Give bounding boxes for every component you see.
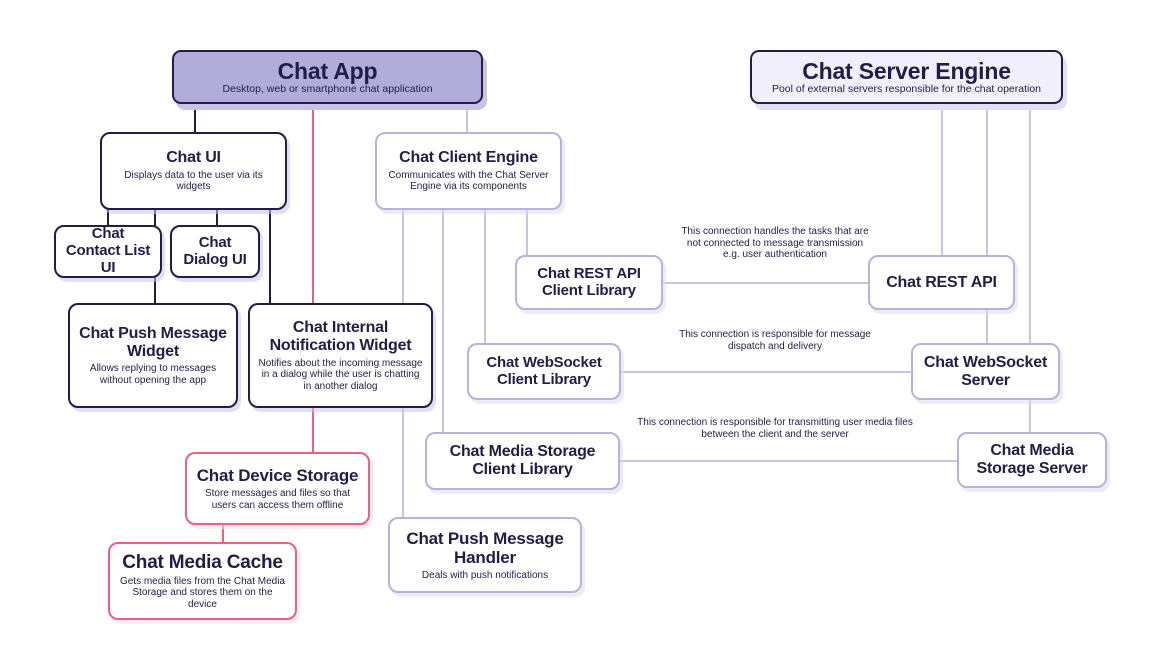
node-title: Chat Internal Notification Widget <box>269 318 412 354</box>
node-chat-rest-api: Chat REST API <box>868 255 1015 310</box>
node-chat-rest-api-client-library: Chat REST API Client Library <box>515 255 663 310</box>
node-chat-device-storage: Chat Device Storage Store messages and f… <box>185 452 370 525</box>
node-title: Chat Media Storage Client Library <box>449 443 596 478</box>
node-chat-media-cache: Chat Media Cache Gets media files from t… <box>108 542 297 620</box>
node-chat-server-engine: Chat Server Engine Pool of external serv… <box>750 50 1063 104</box>
node-subtitle: Desktop, web or smartphone chat applicat… <box>222 82 433 95</box>
node-chat-media-storage-client-library: Chat Media Storage Client Library <box>425 432 620 490</box>
node-title: Chat App <box>277 57 378 84</box>
node-subtitle: Deals with push notifications <box>421 569 549 581</box>
annotation-websocket-connection: This connection is responsible for messa… <box>679 329 871 352</box>
node-title: Chat WebSocket Server <box>923 353 1048 389</box>
node-chat-internal-notification-widget: Chat Internal Notification Widget Notifi… <box>248 303 433 408</box>
annotation-rest-connection: This connection handles the tasks that a… <box>681 226 869 260</box>
node-subtitle: Displays data to the user via its widget… <box>124 169 263 193</box>
node-chat-dialog-ui: Chat Dialog UI <box>170 225 260 278</box>
node-title: Chat UI <box>166 149 221 167</box>
node-title: Chat Contact List UI <box>65 225 151 276</box>
node-title: Chat REST API Client Library <box>537 264 641 299</box>
node-title: Chat Media Storage Server <box>976 442 1088 477</box>
node-title: Chat Push Message Widget <box>79 324 227 360</box>
node-subtitle: Gets media files from the Chat Media Sto… <box>119 575 286 610</box>
node-title: Chat Push Message Handler <box>406 528 564 567</box>
annotation-media-connection: This connection is responsible for trans… <box>637 417 913 440</box>
node-chat-push-message-widget: Chat Push Message Widget Allows replying… <box>68 303 238 408</box>
node-title: Chat REST API <box>886 273 997 291</box>
node-chat-client-engine: Chat Client Engine Communicates with the… <box>375 132 562 210</box>
node-chat-push-message-handler: Chat Push Message Handler Deals with pus… <box>388 517 582 593</box>
node-title: Chat Media Cache <box>122 551 283 573</box>
node-chat-media-storage-server: Chat Media Storage Server <box>957 432 1107 488</box>
node-subtitle: Notifies about the incoming message in a… <box>258 357 423 392</box>
node-subtitle: Allows replying to messages without open… <box>89 363 217 386</box>
node-chat-ui: Chat UI Displays data to the user via it… <box>100 132 287 210</box>
node-chat-app: Chat App Desktop, web or smartphone chat… <box>172 50 483 104</box>
node-title: Chat WebSocket Client Library <box>486 353 602 388</box>
node-chat-websocket-client-library: Chat WebSocket Client Library <box>467 343 621 400</box>
node-title: Chat Client Engine <box>399 149 538 167</box>
node-title: Chat Device Storage <box>196 465 359 485</box>
node-title: Chat Dialog UI <box>183 233 247 268</box>
node-subtitle: Pool of external servers responsible for… <box>771 82 1042 95</box>
node-chat-contact-list-ui: Chat Contact List UI <box>54 225 162 278</box>
node-subtitle: Store messages and files so that users c… <box>204 488 351 511</box>
node-subtitle: Communicates with the Chat Server Engine… <box>388 169 549 193</box>
node-chat-websocket-server: Chat WebSocket Server <box>911 343 1060 400</box>
node-title: Chat Server Engine <box>802 57 1011 84</box>
